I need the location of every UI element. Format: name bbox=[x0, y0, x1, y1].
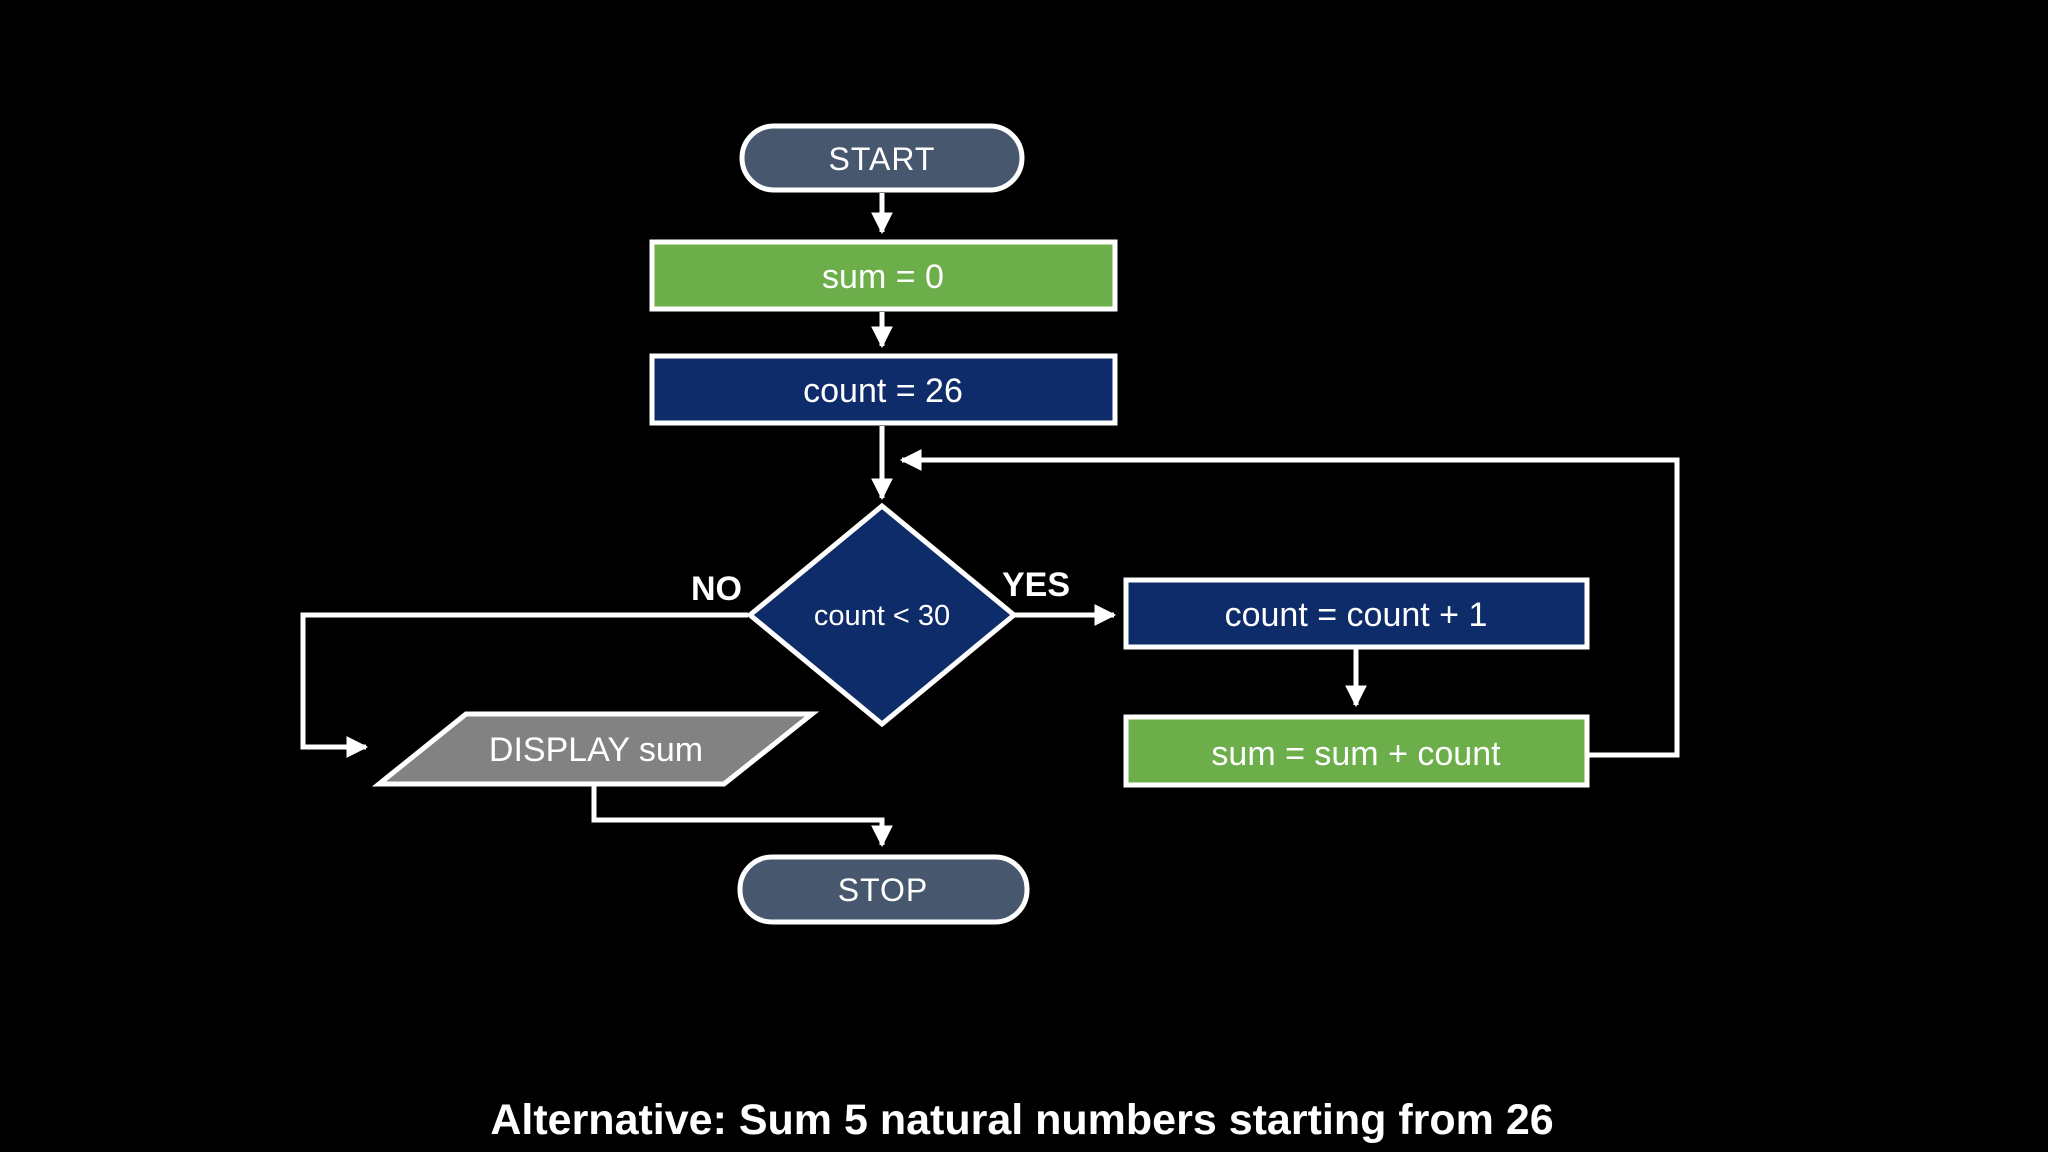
decision-diamond-shape bbox=[746, 502, 1018, 728]
node-increment: count = count + 1 bbox=[1123, 577, 1590, 650]
node-init-count: count = 26 bbox=[649, 353, 1118, 426]
display-label: DISPLAY sum bbox=[489, 731, 703, 769]
connector-display-to-stop bbox=[591, 786, 893, 848]
branch-label-yes: YES bbox=[1002, 566, 1070, 604]
node-decision: count < 30 bbox=[746, 502, 1018, 728]
accumulate-shape bbox=[1123, 714, 1590, 788]
init-sum-label: sum = 0 bbox=[822, 258, 944, 296]
node-accumulate: sum = sum + count bbox=[1123, 714, 1590, 788]
increment-label: count = count + 1 bbox=[1225, 596, 1488, 634]
node-init-sum: sum = 0 bbox=[649, 239, 1118, 312]
display-parallelogram-shape bbox=[371, 711, 820, 787]
increment-shape bbox=[1123, 577, 1590, 650]
accumulate-label: sum = sum + count bbox=[1211, 735, 1501, 773]
connector-loopback bbox=[899, 449, 1680, 758]
init-count-label: count = 26 bbox=[803, 372, 963, 410]
node-display: DISPLAY sum bbox=[371, 711, 820, 787]
stop-pill-shape bbox=[737, 854, 1030, 925]
stop-label: STOP bbox=[838, 872, 929, 908]
branch-label-no: NO bbox=[691, 570, 742, 608]
start-pill-shape bbox=[739, 123, 1025, 193]
node-stop: STOP bbox=[737, 854, 1030, 925]
init-sum-shape bbox=[649, 239, 1118, 312]
connector-group bbox=[300, 193, 1680, 848]
start-label: START bbox=[829, 141, 936, 177]
connector-no-branch bbox=[300, 612, 748, 758]
caption-text: Alternative: Sum 5 natural numbers start… bbox=[490, 1096, 1553, 1144]
node-start: START bbox=[739, 123, 1025, 193]
init-count-shape bbox=[649, 353, 1118, 426]
decision-label: count < 30 bbox=[814, 600, 950, 632]
